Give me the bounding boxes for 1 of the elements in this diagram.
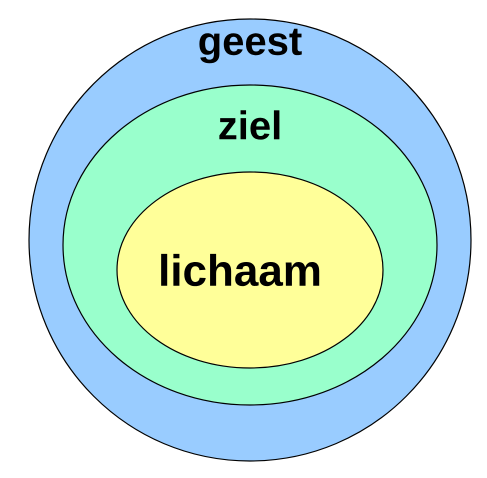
circle-region: lichaam xyxy=(116,171,384,369)
